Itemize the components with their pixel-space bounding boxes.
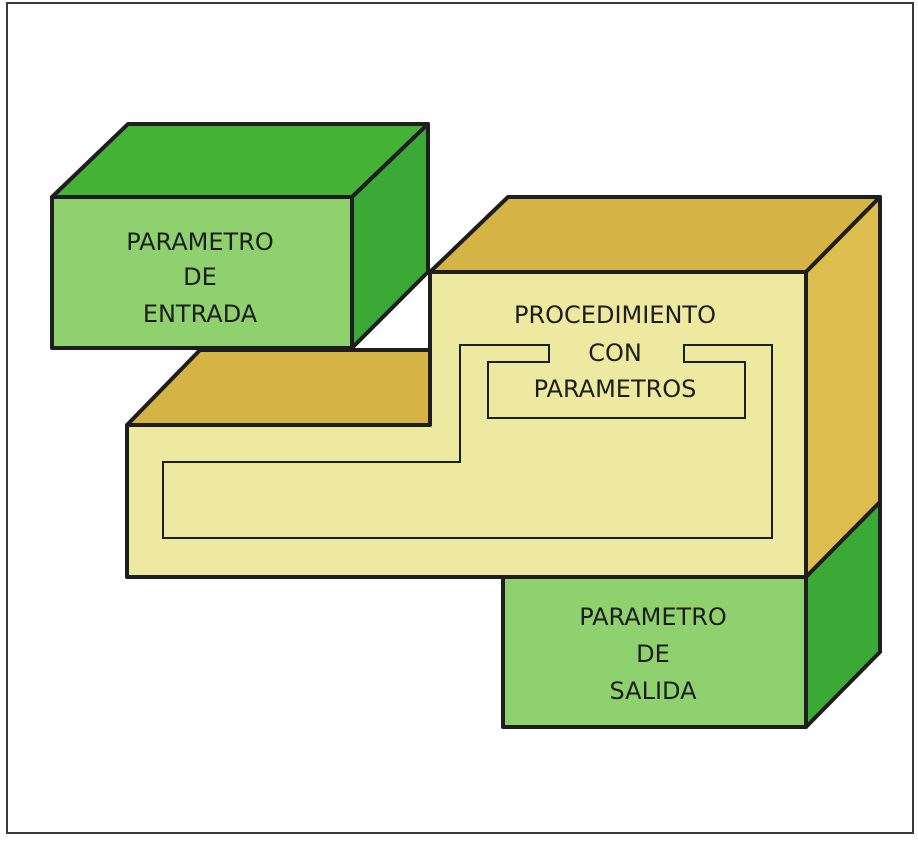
output-label-line1: PARAMETRO (579, 603, 727, 631)
output-label-line3: SALIDA (609, 677, 697, 705)
input-label-line2: DE (183, 263, 217, 291)
output-label-line2: DE (636, 640, 670, 668)
output-block-front (501, 575, 808, 729)
input-block-front (50, 195, 354, 350)
procedure-block-front (125, 270, 808, 579)
procedure-label-line2: CON (588, 339, 642, 367)
procedure-inner-outline (162, 344, 773, 539)
procedure-block-top-upper (428, 195, 882, 274)
input-label-line1: PARAMETRO (126, 228, 274, 256)
input-label-line3: ENTRADA (143, 300, 258, 328)
procedure-label-line3: PARAMETROS (534, 375, 697, 403)
procedure-label-line1: PROCEDIMIENTO (514, 301, 716, 329)
